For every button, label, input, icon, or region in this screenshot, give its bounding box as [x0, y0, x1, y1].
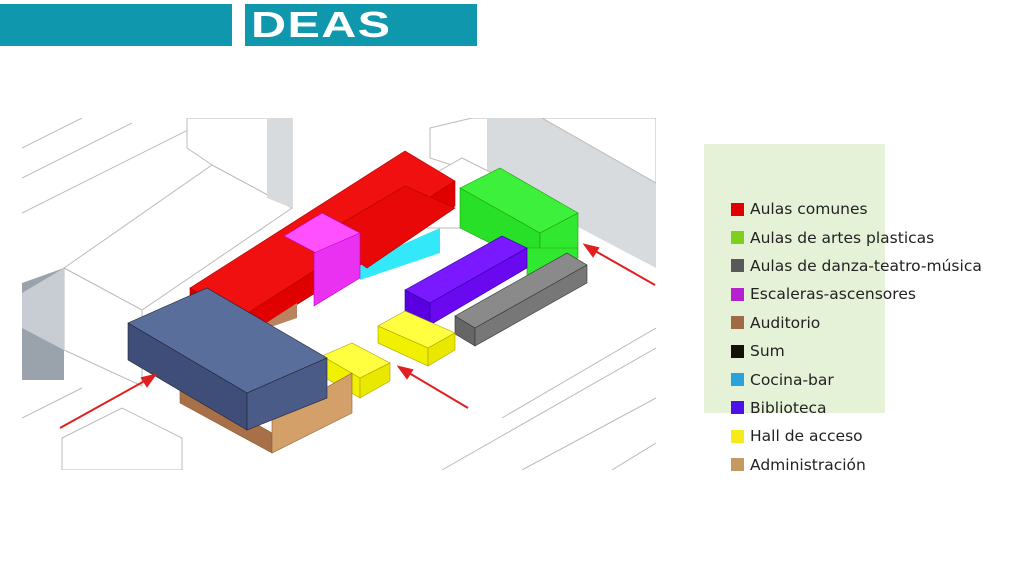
legend-item: Biblioteca: [731, 394, 982, 422]
block-escaleras-ascensores: [283, 212, 361, 307]
legend-label: Sum: [750, 342, 785, 361]
legend-swatch: [731, 316, 744, 330]
legend-item: Auditorio: [731, 309, 982, 337]
arrow-icon: [403, 369, 469, 409]
legend-label: Auditorio: [750, 313, 821, 332]
legend-label: Administración: [750, 455, 866, 474]
legend-label: Aulas de artes plasticas: [750, 228, 935, 247]
legend-label: Biblioteca: [750, 398, 827, 417]
arrow-icon: [589, 247, 656, 286]
legend-panel: [704, 144, 885, 413]
legend-item: Aulas comunes: [731, 195, 982, 223]
legend-item: Cocina-bar: [731, 365, 982, 393]
legend-item: Administración: [731, 451, 982, 479]
legend-swatch: [731, 458, 744, 472]
legend-swatch: [731, 202, 744, 216]
block-biblioteca: [404, 235, 528, 326]
block-cocina-bar: [360, 228, 440, 280]
legend-swatch: [731, 401, 744, 415]
context-lines: [22, 118, 656, 470]
legend-swatch: [731, 429, 744, 443]
legend-label: Escaleras-ascensores: [750, 285, 916, 304]
legend-label: Aulas de danza-teatro-música: [750, 256, 982, 275]
block-aulas-danza-teatro-musica: [454, 252, 588, 347]
legend-label: Aulas comunes: [750, 200, 868, 219]
context-buildings: [22, 118, 656, 470]
header-title-bar: DEAS: [245, 4, 477, 46]
block-sum-navy: [127, 287, 328, 431]
legend-label: Cocina-bar: [750, 370, 834, 389]
header-title: DEAS: [251, 4, 392, 45]
arrow-icon: [59, 377, 151, 429]
legend-swatch: [731, 373, 744, 387]
legend-swatch: [731, 287, 744, 301]
block-hall-acceso: [321, 310, 456, 399]
legend-item: Hall de acceso: [731, 422, 982, 450]
legend-item: Aulas de artes plasticas: [731, 223, 982, 251]
legend-swatch: [731, 259, 744, 273]
legend-item: Escaleras-ascensores: [731, 280, 982, 308]
header-bar-left: [0, 4, 232, 46]
legend-item: Sum: [731, 337, 982, 365]
legend: Aulas comunes Aulas de artes plasticas A…: [731, 195, 982, 479]
axonometric-program-diagram: [22, 118, 656, 470]
legend-label: Hall de acceso: [750, 427, 863, 446]
legend-swatch: [731, 344, 744, 358]
legend-swatch: [731, 231, 744, 245]
legend-item: Aulas de danza-teatro-música: [731, 252, 982, 280]
access-arrows: [59, 243, 656, 429]
